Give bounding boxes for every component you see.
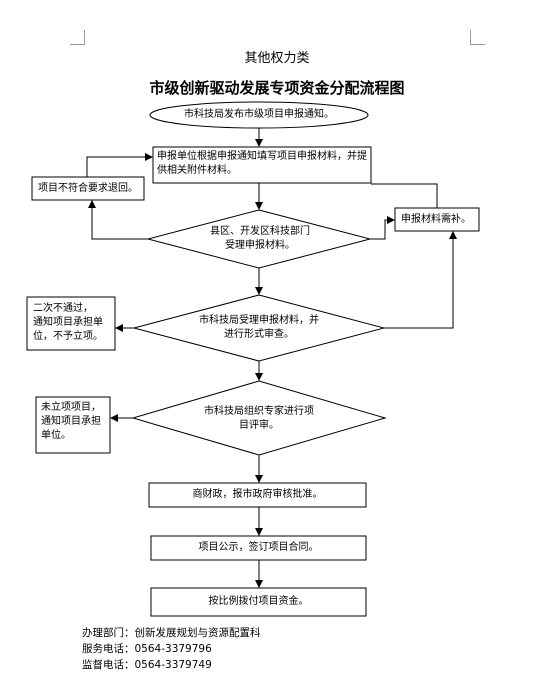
city-review-line-2: 进行形式审查。 xyxy=(224,329,294,340)
arrow-city-to-supplement xyxy=(384,231,457,329)
flowchart-title: 市级创新驱动发展专项资金分配流程图 xyxy=(149,79,405,97)
dept-line: 办理部门：创新发展规划与资源配置科 xyxy=(82,627,261,639)
arrow-county-to-supplement xyxy=(370,216,395,240)
arrow-county-to-reject xyxy=(88,200,148,240)
second-fail-line-2: 通知项目承担单 xyxy=(33,317,103,328)
second-fail-box xyxy=(26,296,116,351)
county-review-text: 县区、开发区科技部门 受理申报材料。 xyxy=(190,225,330,253)
expert-review-text: 市科技局组织专家进行项 目评审。 xyxy=(184,405,334,433)
publicity-text: 项目公示，签订项目合同。 xyxy=(198,542,319,553)
reject-return-text: 项目不符合要求退回。 xyxy=(38,183,138,194)
crop-mark-top-right xyxy=(470,30,485,45)
not-approved-line-2: 通知项目承担 xyxy=(41,416,101,427)
not-approved-text: 未立项项目， 通知项目承担 单位。 xyxy=(41,401,111,443)
county-review-line-2: 受理申报材料。 xyxy=(225,240,295,251)
city-review-line-1: 市科技局受理申报材料，并 xyxy=(199,315,319,326)
start-text: 市科技局发布市级项目申报通知。 xyxy=(184,109,334,120)
document-category: 其他权力类 xyxy=(244,51,310,66)
allocate-box xyxy=(150,587,367,617)
not-approved-line-3: 单位。 xyxy=(41,430,71,441)
expert-review-line-1: 市科技局组织专家进行项 xyxy=(204,406,314,417)
crop-mark-top-left xyxy=(70,30,85,45)
second-fail-line-3: 位，不予立项。 xyxy=(33,331,103,342)
apply-text: 申报单位根据申报通知填写项目申报材料，并提供相关附件材料。 xyxy=(157,151,367,176)
finance-text: 商财政，报市政府审核批准。 xyxy=(192,489,323,500)
arrow-reject-to-apply xyxy=(86,153,153,177)
not-approved-line-1: 未立项项目， xyxy=(41,402,101,413)
finance-box xyxy=(148,482,367,508)
second-fail-text: 二次不通过， 通知项目承担单 位，不予立项。 xyxy=(33,302,117,344)
second-fail-line-1: 二次不通过， xyxy=(33,303,93,314)
arrow-supplement-to-apply xyxy=(371,183,438,208)
apply-box xyxy=(152,146,372,184)
service-phone-line: 服务电话：0564-3379796 xyxy=(82,643,212,655)
supervise-phone-line: 监督电话：0564-3379749 xyxy=(82,659,212,671)
city-review-text: 市科技局受理申报材料，并 进行形式审查。 xyxy=(184,314,334,342)
expert-review-line-2: 目评审。 xyxy=(239,420,279,431)
county-review-line-1: 县区、开发区科技部门 xyxy=(210,226,310,237)
allocate-text: 按比例拨付项目资金。 xyxy=(208,596,309,607)
supplement-text: 申报材料需补。 xyxy=(401,214,471,225)
not-approved-box xyxy=(35,396,111,454)
